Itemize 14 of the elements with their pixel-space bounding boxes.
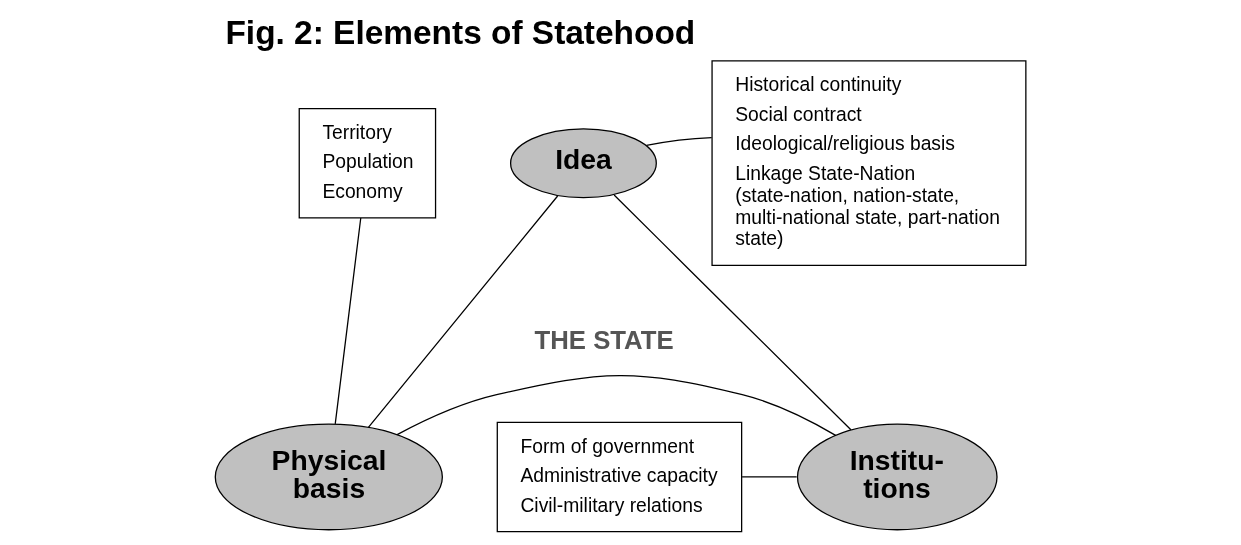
node-box: Territory Population Economy	[298, 107, 437, 219]
diagram-title: Fig. 2: Elements of Statehood	[225, 13, 696, 51]
node-box: Form of government Administrative capacity Civil-military relations	[496, 421, 743, 533]
connector	[396, 374, 837, 436]
node-ellipse: Physical basis	[214, 423, 443, 531]
node-ellipse: Idea	[509, 128, 657, 199]
connector	[645, 136, 713, 146]
node-ellipse: Institu- tions	[796, 423, 998, 531]
connector	[334, 217, 362, 425]
connector	[367, 195, 559, 428]
node-box: Historical continuity Social contract Ideological/religious basis Linkage State-Nation (state-nation, nation-state, multi-national state, part-nation state)	[711, 60, 1027, 267]
connector	[613, 194, 852, 431]
label: THE STATE	[534, 326, 674, 355]
connector	[741, 476, 798, 478]
